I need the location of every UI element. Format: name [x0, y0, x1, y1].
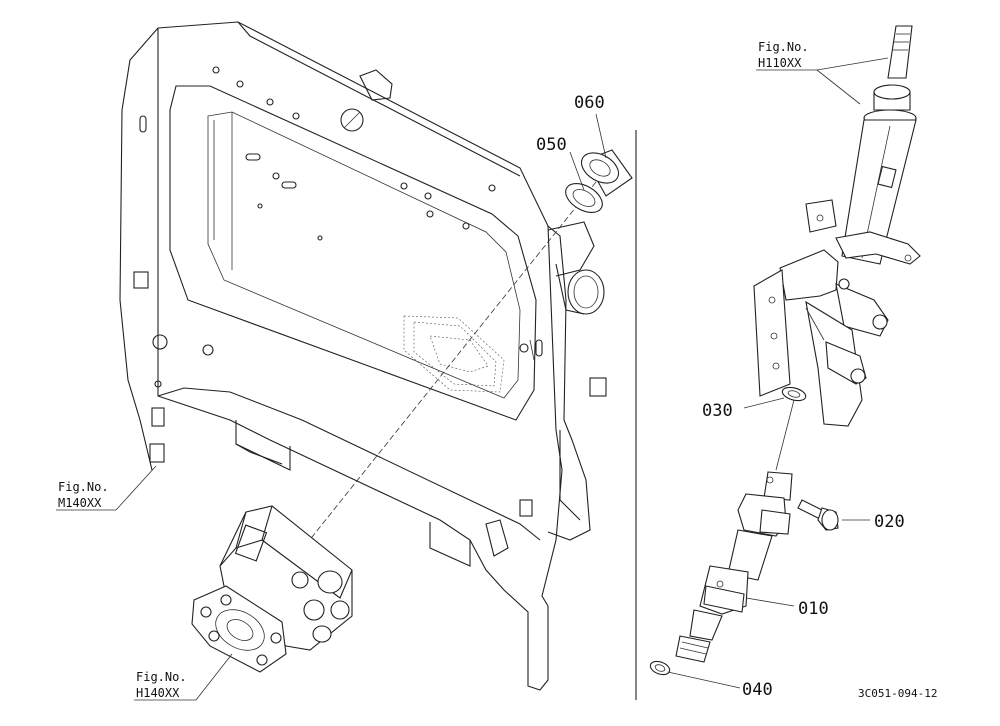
part-number-060: 060	[574, 93, 605, 113]
part-050-seal	[565, 183, 603, 213]
fig-ref-m140-line2: M140XX	[58, 496, 102, 510]
leader-010	[745, 597, 795, 607]
clip	[519, 499, 533, 517]
leader-060	[595, 113, 607, 159]
fig-ref-h140-line2: H140XX	[136, 686, 180, 700]
fig-ref-h110-line1: Fig.No.	[758, 40, 809, 54]
leader-030	[743, 397, 785, 409]
clip	[149, 443, 165, 463]
fig-ref-h110-line2: H110XX	[758, 56, 802, 70]
clip	[589, 377, 607, 397]
part-number-010: 010	[798, 599, 829, 619]
leader-h110	[816, 57, 889, 71]
clip	[151, 407, 165, 427]
fig-ref-h140-line1: Fig.No.	[136, 670, 187, 684]
fig-ref-m140-line1: Fig.No.	[58, 480, 109, 494]
center-line-lower	[775, 399, 795, 471]
part-020-bolt	[797, 499, 839, 531]
leader-m140	[115, 465, 157, 511]
leader-050	[569, 151, 585, 191]
leader-h140	[195, 653, 233, 701]
figure-code: 3C051-094-12	[858, 687, 937, 700]
top-clip	[359, 69, 393, 101]
frame-panel	[119, 21, 607, 691]
part-040-clip	[649, 660, 671, 676]
part-number-040: 040	[742, 680, 773, 700]
leader-h110	[816, 69, 861, 105]
part-060-bearing	[580, 149, 633, 197]
assembly-axis	[299, 181, 597, 553]
frame-bushing	[547, 221, 605, 315]
part-number-020: 020	[874, 512, 905, 532]
clip	[133, 271, 149, 289]
leader-040	[667, 671, 741, 689]
part-number-030: 030	[702, 401, 733, 421]
part-number-050: 050	[536, 135, 567, 155]
steering-column	[753, 25, 921, 427]
part-030-ring	[781, 386, 807, 402]
part-010-universal-joint	[675, 471, 793, 663]
steering-valve-unit	[191, 505, 353, 673]
